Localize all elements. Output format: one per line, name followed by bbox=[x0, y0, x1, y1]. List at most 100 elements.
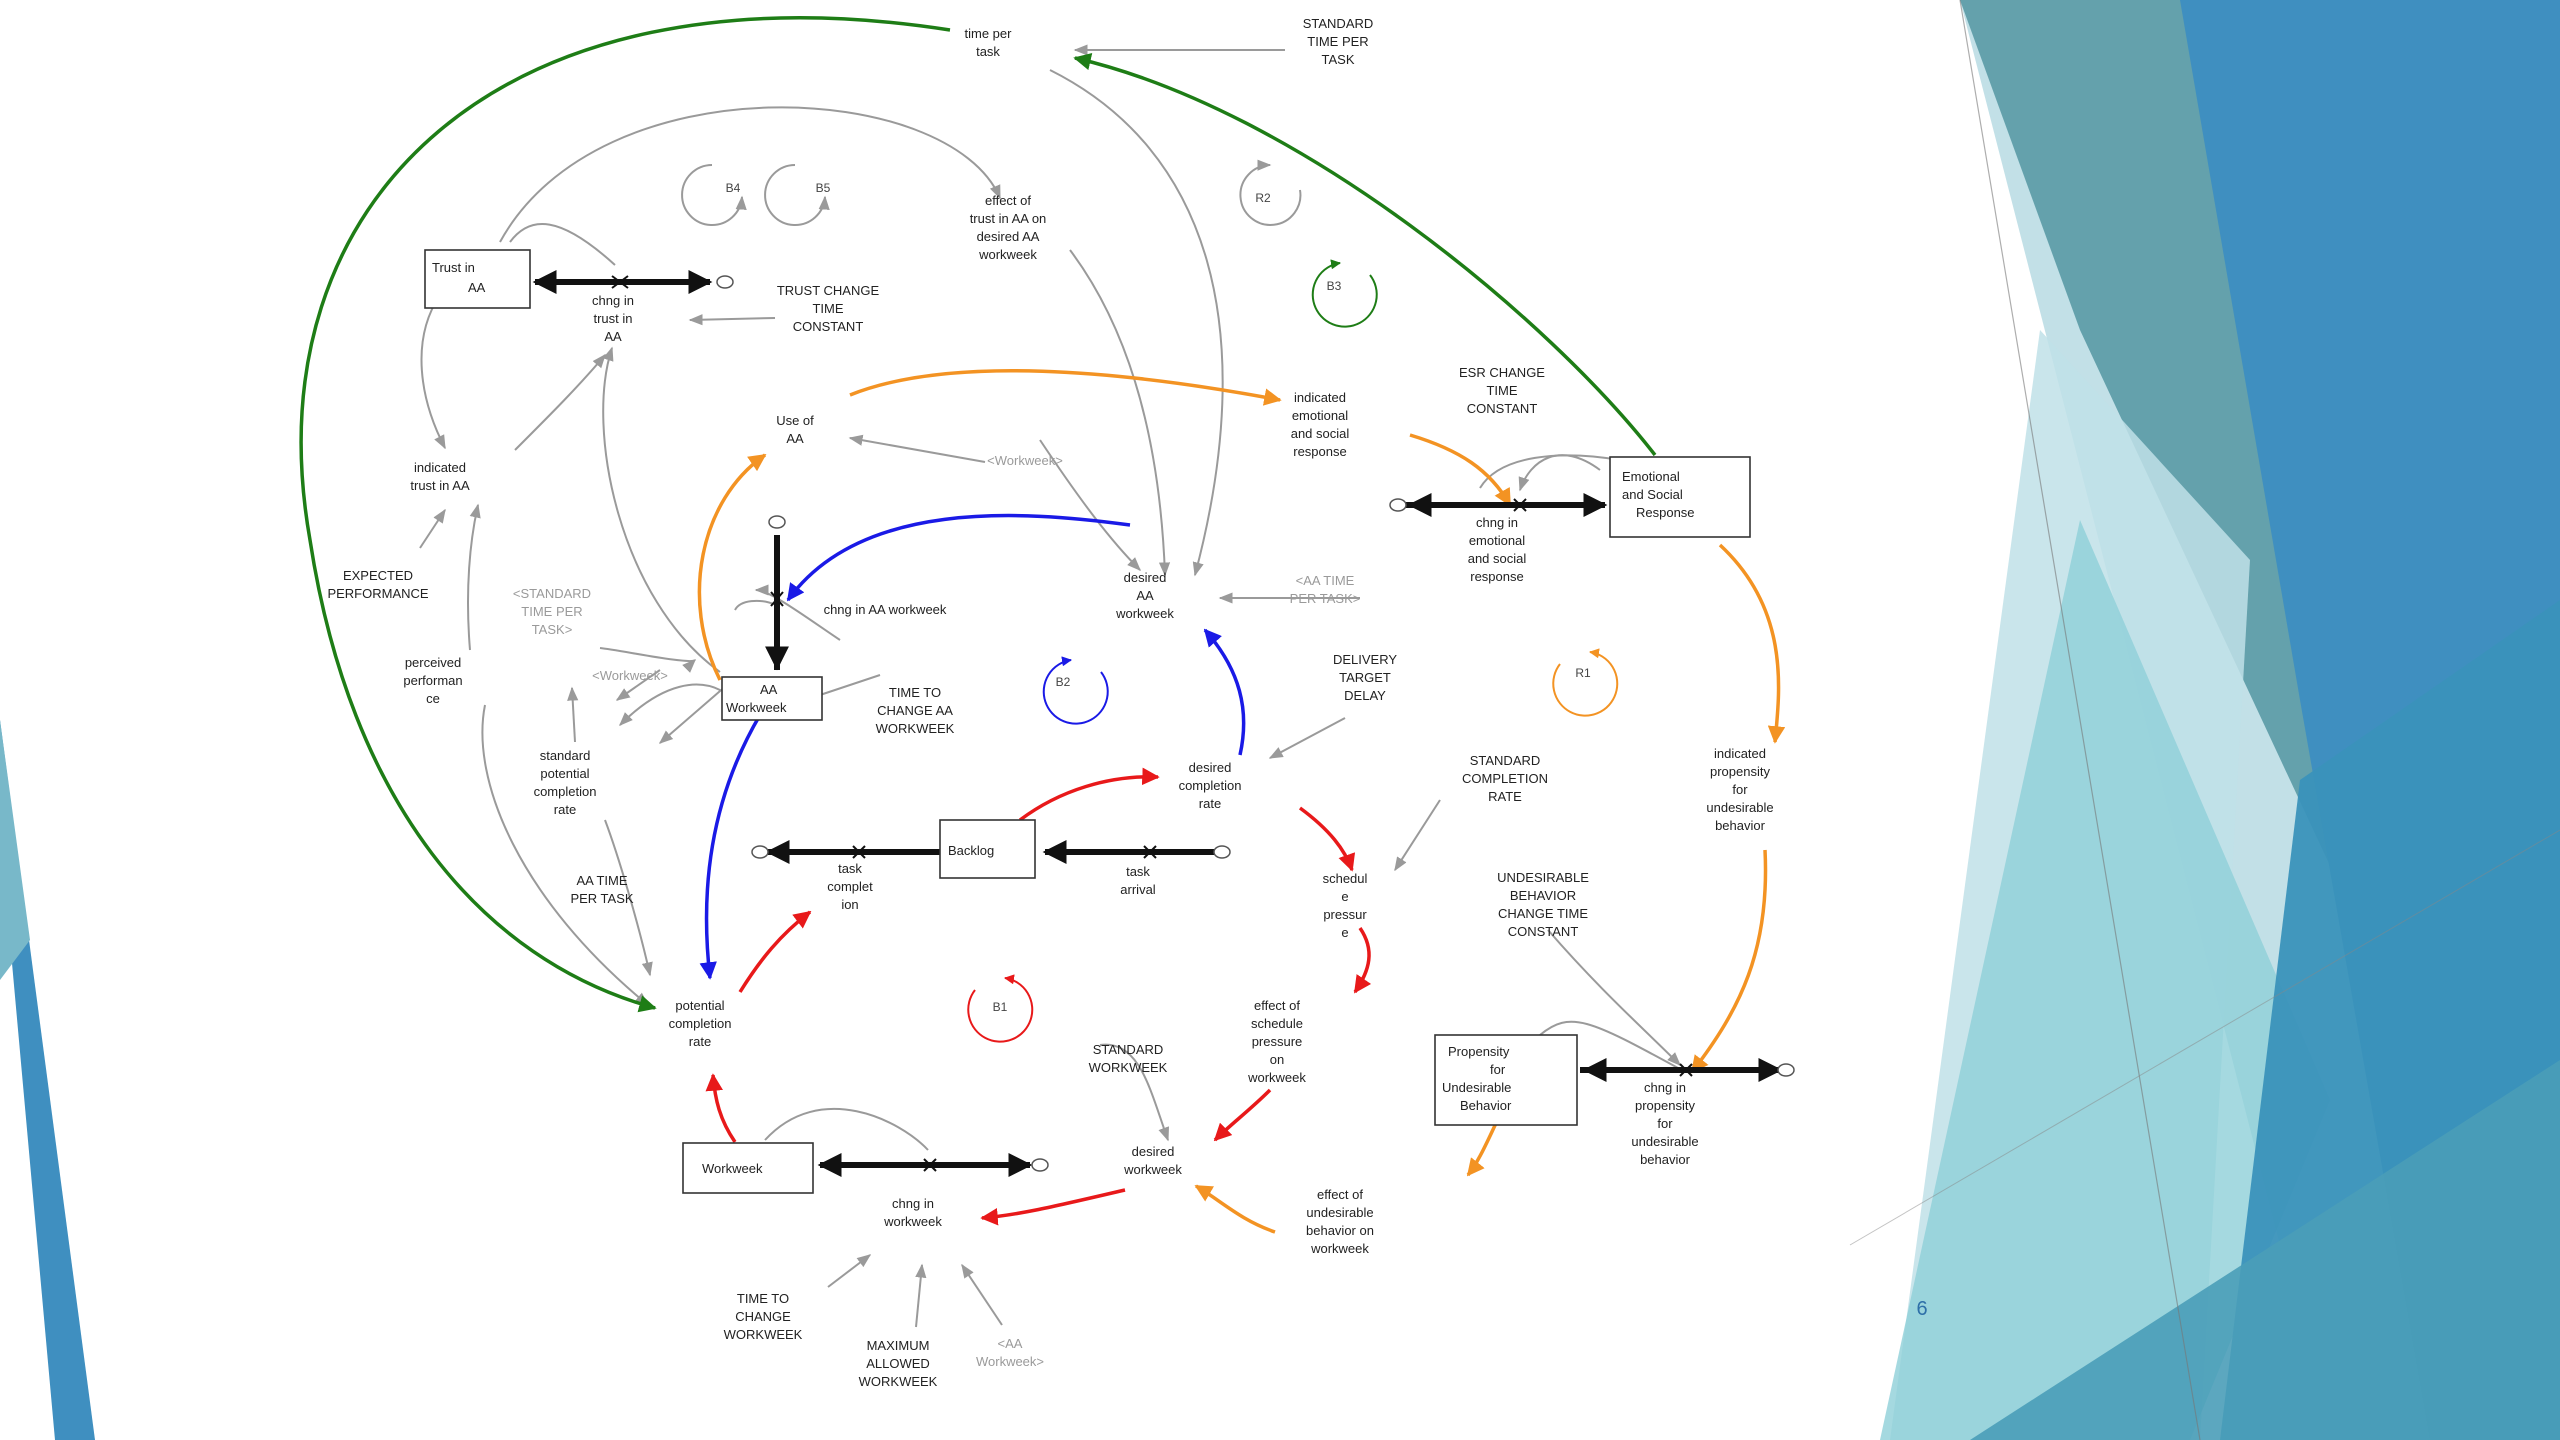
variable-label-line: EXPECTED bbox=[343, 568, 413, 583]
stock-workweek[interactable]: Workweek bbox=[682, 1142, 814, 1194]
variable-label-line: DELIVERY bbox=[1333, 652, 1397, 667]
stock-label: Behavior bbox=[1460, 1098, 1512, 1113]
variable-label-line: chng in bbox=[1476, 515, 1518, 530]
variable-label-line: CONSTANT bbox=[1467, 401, 1538, 416]
stock-label: AA bbox=[760, 682, 778, 697]
variable-label-line: pressure bbox=[1252, 1034, 1303, 1049]
loop-label-b5: B5 bbox=[816, 181, 831, 195]
variable-label-line: effect of bbox=[1254, 998, 1300, 1013]
variable-label-line: CHANGE bbox=[735, 1309, 791, 1324]
variable-label-line: STANDARD bbox=[1303, 16, 1374, 31]
variable-label-line: workweek bbox=[1123, 1162, 1182, 1177]
stock-emotional-social-response[interactable]: Emotional and Social Response bbox=[1609, 456, 1751, 538]
variable-label-line: CHANGE AA bbox=[877, 703, 953, 718]
stock-label: Response bbox=[1636, 505, 1695, 520]
variable-label-line: trust in AA bbox=[410, 478, 470, 493]
variable-label-line: for bbox=[1732, 782, 1748, 797]
variable-label-line: arrival bbox=[1120, 882, 1156, 897]
var-chng-in-aa-workweek: chng in AA workweek bbox=[824, 602, 947, 617]
variable-label-line: workweek bbox=[1310, 1241, 1369, 1256]
variable-label-line: indicated bbox=[1294, 390, 1346, 405]
variable-label-line: BEHAVIOR bbox=[1510, 888, 1576, 903]
variable-label-line: desired bbox=[1189, 760, 1232, 775]
chng-esr-valve bbox=[1513, 498, 1527, 512]
variable-label-line: TASK bbox=[1322, 52, 1355, 67]
chng-trust-valve bbox=[611, 275, 629, 289]
stock-label: Trust in bbox=[432, 260, 475, 275]
variable-label-line: completion bbox=[1179, 778, 1242, 793]
loop-label-r2: R2 bbox=[1255, 191, 1271, 205]
loop-label-b3: B3 bbox=[1327, 279, 1342, 293]
variable-label-line: PERFORMANCE bbox=[327, 586, 428, 601]
variable-label-line: potential bbox=[675, 998, 724, 1013]
chng-propensity-valve bbox=[1679, 1063, 1693, 1077]
variable-label-line: emotional bbox=[1469, 533, 1525, 548]
variable-label-line: behavior bbox=[1715, 818, 1766, 833]
variable-label-line: undesirable bbox=[1306, 1205, 1373, 1220]
variable-label-line: ce bbox=[426, 691, 440, 706]
variable-label-line: STANDARD bbox=[1093, 1042, 1164, 1057]
variable-label-line: effect of bbox=[985, 193, 1031, 208]
variable-label-line: WORKWEEK bbox=[859, 1374, 938, 1389]
variable-label-line: completion bbox=[534, 784, 597, 799]
variable-label-line: AA bbox=[786, 431, 804, 446]
variable-label-line: UNDESIRABLE bbox=[1497, 870, 1589, 885]
loop-label-b2: B2 bbox=[1056, 675, 1071, 689]
variable-label-line: e bbox=[1341, 889, 1348, 904]
variable-label-line: time per bbox=[965, 26, 1013, 41]
stock-label: Emotional bbox=[1622, 469, 1680, 484]
variable-label-line: performan bbox=[403, 673, 462, 688]
variable-label-line: COMPLETION bbox=[1462, 771, 1548, 786]
variable-label-line: on bbox=[1270, 1052, 1284, 1067]
var-desired-completion-rate: desired completion rate bbox=[1179, 760, 1242, 811]
variable-label-line: effect of bbox=[1317, 1187, 1363, 1202]
var-task-arrival: task arrival bbox=[1120, 864, 1156, 897]
variable-label-line: chng in AA workweek bbox=[824, 602, 947, 617]
stock-label: AA bbox=[468, 280, 486, 295]
var-workweek-shadow-1: <Workweek> bbox=[987, 453, 1063, 468]
variable-label-line: PER TASK bbox=[570, 891, 633, 906]
variable-label-line: TARGET bbox=[1339, 670, 1391, 685]
variable-label-line: standard bbox=[540, 748, 591, 763]
stock-backlog[interactable]: Backlog bbox=[939, 819, 1036, 879]
stock-trust-in-aa[interactable]: Trust in AA bbox=[424, 249, 531, 309]
var-workweek-shadow-2: <Workweek> bbox=[592, 668, 668, 683]
variable-label-line: desired bbox=[1124, 570, 1167, 585]
variable-label-line: propensity bbox=[1710, 764, 1770, 779]
var-expected-performance: EXPECTED PERFORMANCE bbox=[327, 568, 428, 601]
task-completion-valve bbox=[852, 845, 866, 859]
cloud-sink-workweek bbox=[1031, 1158, 1049, 1172]
stock-propensity-undesirable-behavior[interactable]: Propensity for Undesirable Behavior bbox=[1434, 1034, 1578, 1126]
variable-label-line: schedul bbox=[1323, 871, 1368, 886]
variable-label-line: trust in AA on bbox=[970, 211, 1047, 226]
variable-label-line: workweek bbox=[883, 1214, 942, 1229]
variable-label-line: TIME bbox=[812, 301, 843, 316]
variable-label-line: task bbox=[838, 861, 862, 876]
stock-aa-workweek[interactable]: AA Workweek bbox=[721, 676, 823, 721]
var-chng-in-workweek: chng in workweek bbox=[883, 1196, 942, 1229]
variable-label-line: pressur bbox=[1323, 907, 1367, 922]
variable-label-line: chng in bbox=[892, 1196, 934, 1211]
variable-label-line: schedule bbox=[1251, 1016, 1303, 1031]
variable-label-line: rate bbox=[1199, 796, 1221, 811]
variable-label-line: <AA bbox=[998, 1336, 1023, 1351]
variable-label-line: task bbox=[1126, 864, 1150, 879]
colored-causal-links bbox=[299, 16, 1786, 1234]
